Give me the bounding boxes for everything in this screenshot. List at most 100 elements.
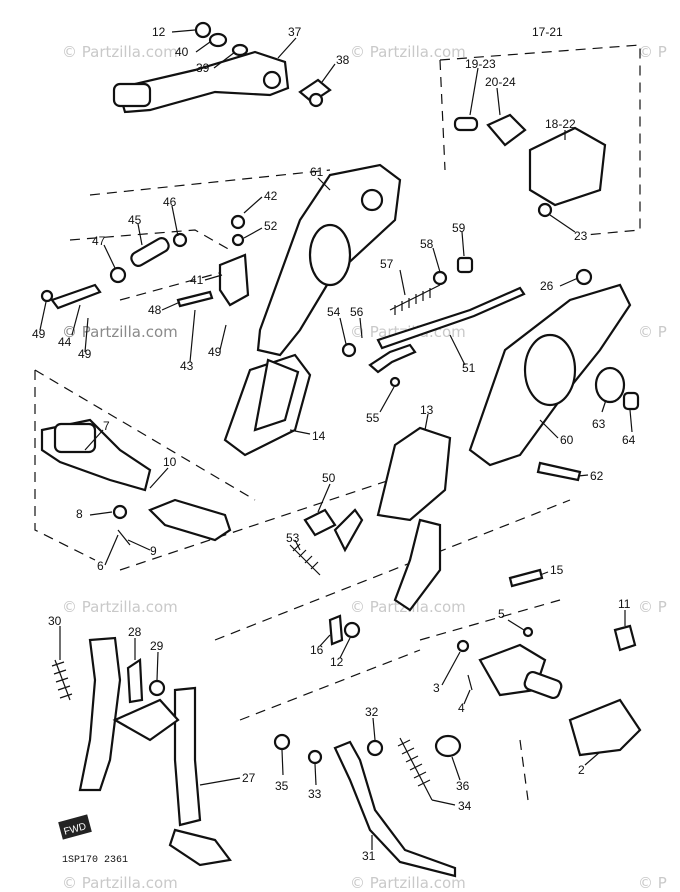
leader-line [507,619,525,631]
callout-53: 53 [286,531,300,545]
watermark-layer: © Partzilla.com © Partzilla.com © P © Pa… [62,43,667,892]
rubber-cap [434,734,462,758]
leader-line [294,539,301,551]
brake-rod-end [50,283,102,310]
assembly-outline [214,499,571,641]
watermark-text: © P [638,323,667,341]
leader-line [496,87,501,116]
collar [594,366,626,404]
bolt [126,658,144,704]
callout-64: 64 [622,433,636,447]
leader-line [469,67,479,116]
leader-line [127,539,151,551]
callout-27: 27 [242,771,256,785]
callout-7: 7 [103,419,110,433]
leader-line [379,386,395,413]
callout-51: 51 [462,361,476,375]
callout-49: 49 [78,347,92,361]
watermark-text: © Partzilla.com [62,43,178,61]
assembly-outline [34,369,256,501]
leader-line [84,317,89,353]
nut [109,266,127,284]
callout-32: 32 [365,705,379,719]
brake-switch [456,256,474,274]
bolt [613,624,637,652]
leader-line [314,763,317,786]
mounting-bolt [536,461,582,482]
pin [112,504,128,520]
leader-line [372,717,376,741]
sidestand-spring [397,737,433,801]
callout-45: 45 [128,213,142,227]
figure-code: 1SP170 2361 [62,855,128,866]
callout-4: 4 [458,701,465,715]
cotter-pin [117,529,131,546]
bracket-hole [360,188,384,212]
leader-line [156,651,159,681]
callout-52: 52 [264,219,278,233]
callout-16: 16 [310,643,324,657]
leader-line [424,413,429,431]
leader-line [103,244,116,269]
callout-3: 3 [433,681,440,695]
leader-line [359,317,363,339]
forward-indicator: FWD [58,814,92,840]
leader-line [539,571,549,576]
callout-39: 39 [196,61,210,75]
leader-lines [39,29,633,850]
pin [456,639,470,653]
stand-crossbar [112,698,180,742]
leader-line [399,269,406,296]
callout-17-21: 17-21 [532,25,563,39]
bolt-head [273,733,291,751]
callout-56: 56 [350,305,364,319]
callout-34: 34 [458,799,472,813]
callout-12: 12 [330,655,344,669]
assembly-outline [519,739,529,801]
washer [208,32,228,48]
footrest-pin [453,116,479,132]
watermark-text: © Partzilla.com [62,874,178,892]
leader-line [39,301,47,331]
pedal-pad [112,82,152,108]
callout-14: 14 [312,429,326,443]
callout-labels: 12 40 39 37 38 17-21 19-23 20-24 18-22 2… [32,25,636,863]
callout-2: 2 [578,763,585,777]
callout-61: 61 [310,165,324,179]
callout-8: 8 [76,507,83,521]
nut [343,621,361,639]
heel-guard-right [376,426,452,522]
callout-33: 33 [308,787,322,801]
brake-pedal-lever [116,50,290,114]
leader-line [463,689,471,705]
callout-28: 28 [128,625,142,639]
assembly-outline [119,469,421,571]
return-spring [389,284,441,315]
leader-line [104,534,119,566]
brake-arm [218,253,250,307]
main-stand-leg [78,636,122,792]
watermark-text: © Partzilla.com [62,598,178,616]
leader-line [559,277,579,287]
assembly-outline [239,649,421,721]
callout-49: 49 [208,345,222,359]
callout-38: 38 [336,53,350,67]
leader-line [171,29,196,33]
main-stand-leg [173,686,202,827]
callout-59: 59 [452,221,466,235]
leader-line [219,324,227,351]
leader-line [277,37,297,59]
callout-23: 23 [574,229,588,243]
leader-line [137,223,143,246]
leader-line [171,205,179,237]
leader-line [549,214,576,233]
assembly-outline [419,599,561,641]
bracket-cutout [308,223,352,287]
leader-line [539,419,559,439]
watermark-text: © P [638,874,667,892]
brake-switch-rod [376,286,526,350]
leader-line [431,799,456,806]
footrest-bracket [486,113,527,147]
leader-line [189,309,196,363]
washer [366,739,384,757]
